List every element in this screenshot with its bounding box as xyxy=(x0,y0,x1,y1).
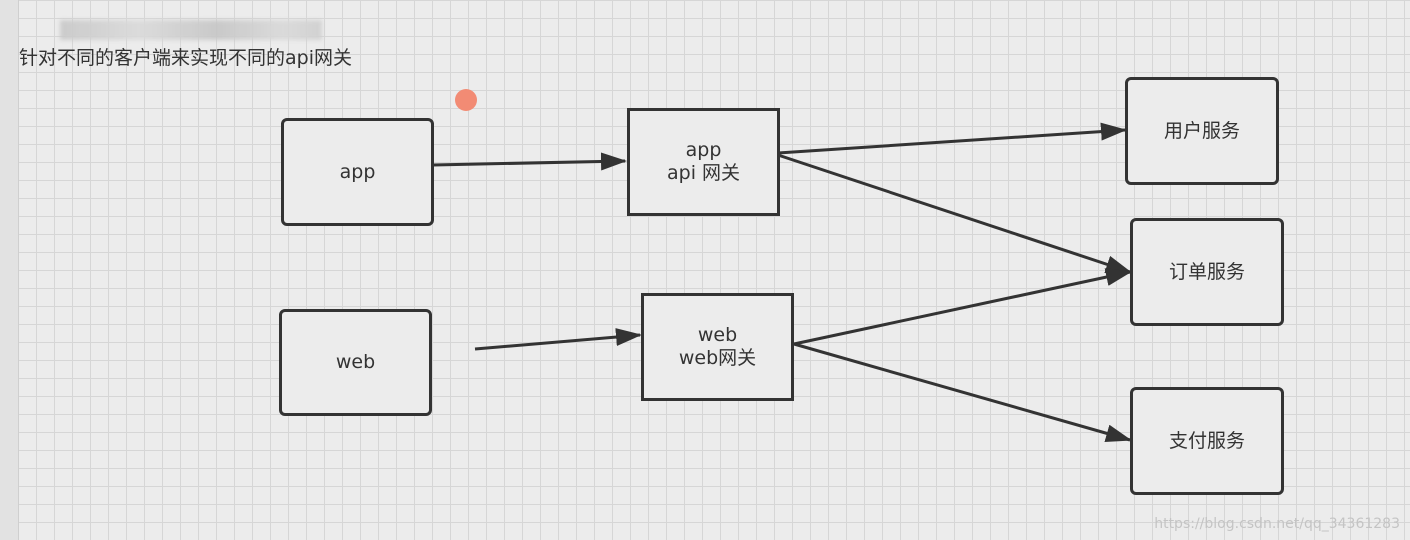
watermark-text: https://blog.csdn.net/qq_34361283 xyxy=(1154,516,1400,532)
edge-app-gateway-to-order-service xyxy=(777,153,1132,274)
payment-service-label: 支付服务 xyxy=(1168,429,1245,452)
web-gateway-node[interactable]: web web网关 xyxy=(641,293,794,401)
left-panel-edge xyxy=(0,0,19,540)
app-gateway-node[interactable]: app api 网关 xyxy=(627,108,780,216)
app-gateway-line1: app xyxy=(685,139,722,161)
web-client-node[interactable]: web xyxy=(279,309,432,416)
user-service-node[interactable]: 用户服务 xyxy=(1125,77,1279,185)
user-service-label: 用户服务 xyxy=(1163,119,1240,142)
web-gateway-line1: web xyxy=(697,324,738,346)
edge-web-gateway-to-payment-service xyxy=(793,342,1132,443)
diagram-title: 针对不同的客户端来实现不同的api网关 xyxy=(19,47,352,69)
order-service-node[interactable]: 订单服务 xyxy=(1130,218,1284,326)
edge-app-gateway-to-user-service xyxy=(777,122,1127,155)
web-client-label: web xyxy=(335,351,376,373)
app-gateway-line2: api 网关 xyxy=(666,162,741,184)
blurred-header xyxy=(60,20,322,40)
edge-web-to-web-gateway xyxy=(474,328,642,351)
cursor-dot xyxy=(455,89,477,111)
edge-web-gateway-to-order-service xyxy=(793,268,1132,346)
app-client-node[interactable]: app xyxy=(281,118,434,226)
payment-service-node[interactable]: 支付服务 xyxy=(1130,387,1284,495)
edge-app-to-app-gateway xyxy=(432,152,627,171)
app-client-label: app xyxy=(339,160,376,183)
web-gateway-line2: web网关 xyxy=(678,347,757,369)
order-service-label: 订单服务 xyxy=(1168,260,1245,283)
